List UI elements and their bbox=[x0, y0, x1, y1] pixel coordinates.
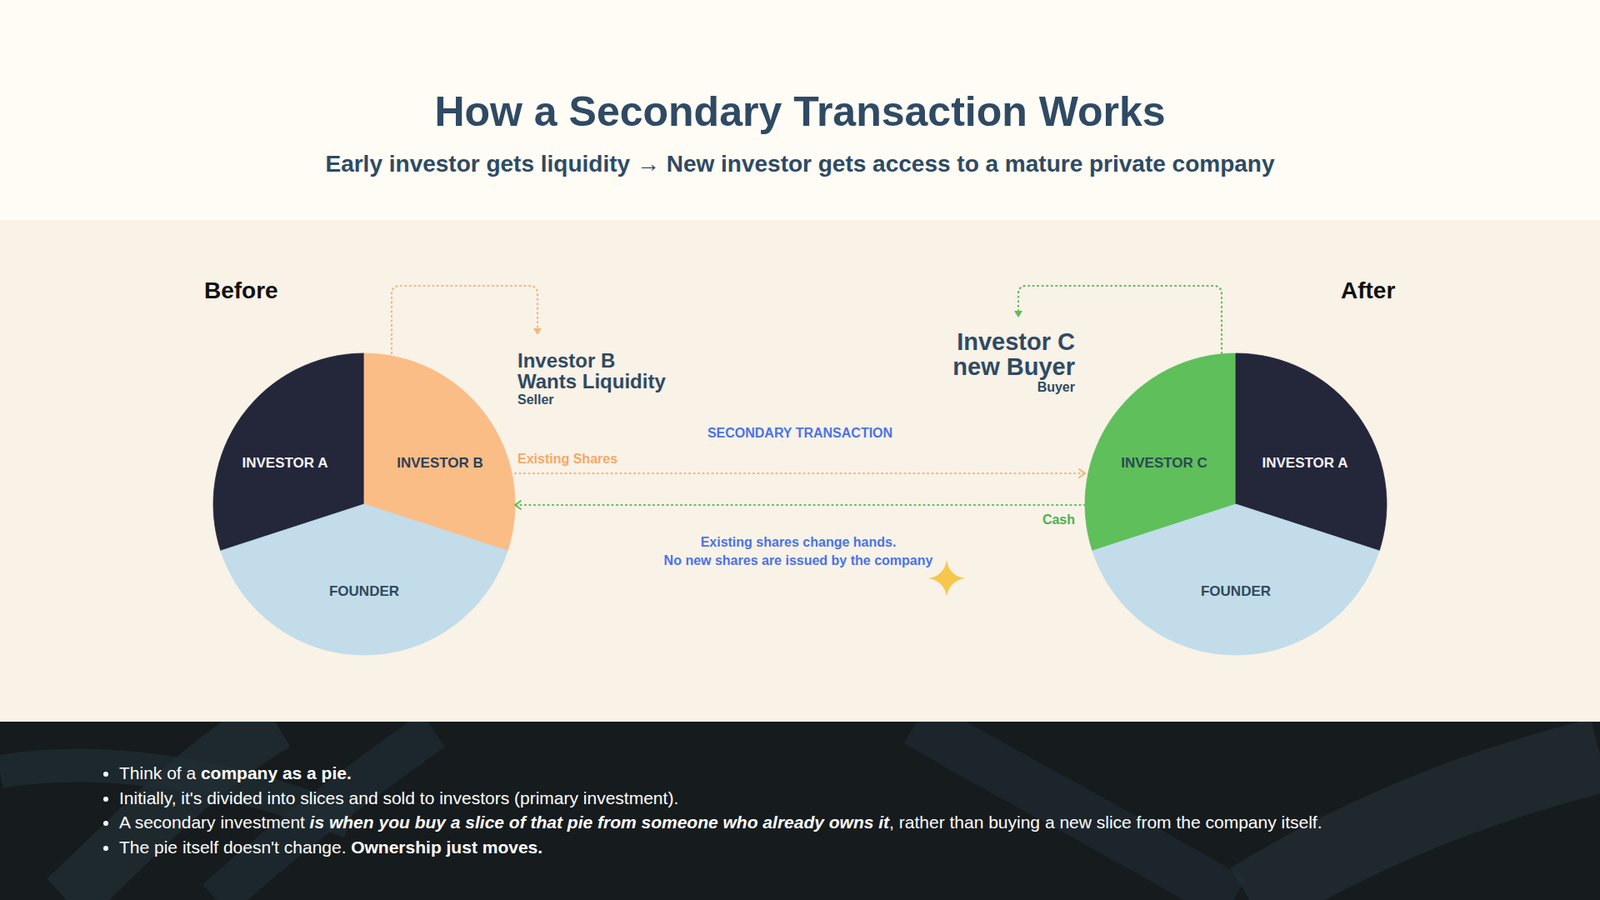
seller-callout: Investor B Wants LiquiditySeller bbox=[517, 335, 672, 409]
buyer-callout: Investor C new BuyerBuyer bbox=[933, 317, 1075, 396]
arrow-head bbox=[533, 328, 542, 335]
arrow-head bbox=[1079, 469, 1085, 478]
slice-label: INVESTOR B bbox=[396, 454, 484, 473]
pie-wedge bbox=[220, 504, 508, 655]
dotted-line bbox=[515, 504, 1085, 506]
dotted-connector bbox=[1014, 285, 1222, 354]
dotted-connector bbox=[391, 285, 542, 354]
bullet-item: A secondary investmentis when you buy a … bbox=[119, 810, 1586, 835]
slice-label: FOUNDER bbox=[329, 582, 400, 601]
leaf-shape bbox=[916, 721, 1234, 900]
bullet-text: Initially, it's divided into slices and … bbox=[119, 788, 679, 808]
subtitle: Early investor gets liquidity → New inve… bbox=[0, 150, 1600, 179]
sparkle-star bbox=[928, 560, 965, 597]
callout-heading: Investor C new Buyer bbox=[933, 329, 1075, 380]
bullet-text: is when you buy a slice of that pie from… bbox=[310, 812, 890, 832]
note-line: Existing shares change hands. bbox=[548, 534, 1049, 551]
slice-label: INVESTOR C bbox=[1120, 454, 1208, 473]
bullet-text: company as a pie. bbox=[200, 763, 352, 783]
dotted-line bbox=[1018, 285, 1222, 354]
pie-chart: BeforeINVESTOR AINVESTOR BFOUNDER bbox=[213, 353, 515, 655]
arrow-head bbox=[515, 500, 521, 510]
slice-label: INVESTOR A bbox=[1262, 454, 1349, 473]
diagram-title: How a Secondary Transaction Works bbox=[0, 86, 1600, 137]
slice-label: FOUNDER bbox=[1200, 582, 1271, 601]
pie-chart: AfterINVESTOR CINVESTOR AFOUNDER bbox=[1085, 353, 1387, 655]
bullet-text: A secondary investment bbox=[119, 812, 305, 832]
bullet-list: Think of acompany as a pie.Initially, it… bbox=[98, 760, 1586, 860]
dotted-line bbox=[515, 472, 1085, 475]
pie-wedge bbox=[1092, 504, 1380, 655]
slice-label: INVESTOR A bbox=[242, 454, 329, 473]
dotted-connector bbox=[515, 500, 1085, 510]
bullet-item: Think of acompany as a pie. bbox=[119, 760, 1586, 786]
note-line: No new shares are issued by the company bbox=[548, 552, 1049, 570]
callout-role: Seller bbox=[517, 391, 672, 409]
bullet-text: , rather than buying a new slice from th… bbox=[889, 812, 1322, 832]
pie-slice-shape bbox=[1091, 504, 1380, 655]
pie-heading: After bbox=[1340, 276, 1395, 305]
edge-label: Cash bbox=[1042, 511, 1075, 529]
bullet-text: The pie itself doesn't change. bbox=[119, 837, 347, 857]
dotted-connector bbox=[515, 469, 1085, 478]
bullet-text: Ownership just moves. bbox=[350, 837, 543, 857]
bullet-item: The pie itself doesn't change.Ownership … bbox=[119, 835, 1586, 860]
pie-slice-shape bbox=[220, 504, 509, 655]
arrow-head bbox=[1014, 310, 1023, 318]
pie-slice: FOUNDER bbox=[220, 504, 509, 655]
transaction-label: SECONDARY TRANSACTION bbox=[550, 425, 1050, 442]
callout-heading: Investor B Wants Liquidity bbox=[517, 350, 672, 392]
callout-role: Buyer bbox=[933, 379, 1075, 396]
footer-texture bbox=[0, 721, 1600, 900]
pie-heading: Before bbox=[204, 276, 279, 305]
footer-band bbox=[0, 721, 1600, 900]
dotted-line bbox=[391, 285, 538, 354]
pie-slice: FOUNDER bbox=[1091, 504, 1380, 655]
bullet-item: Initially, it's divided into slices and … bbox=[119, 785, 1586, 811]
bullet-text: Think of a bbox=[119, 763, 196, 783]
edge-label: Existing Shares bbox=[517, 450, 618, 468]
